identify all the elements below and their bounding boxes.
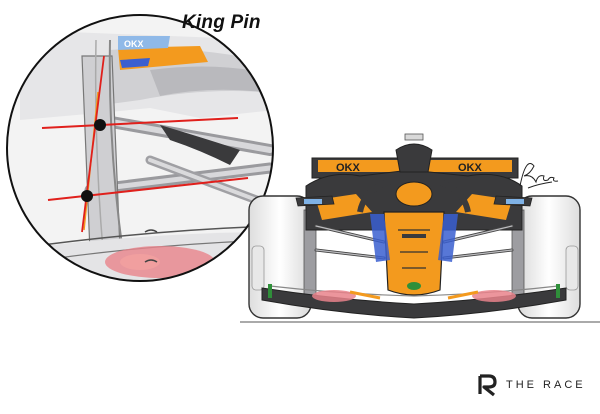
upper-pivot-point [94,119,106,131]
car-sponsor-text: OKX [336,162,361,174]
car-front-view: OKX OKX [240,133,600,323]
the-race-r-logo-icon [478,374,497,397]
lower-pivot-point [81,190,93,202]
detail-magnifier: OKX [6,14,274,282]
upper-wishbone-axis-line [41,117,239,129]
artist-signature [519,163,559,189]
brand-name: THE RACE [506,379,586,391]
steering-axis-line [81,55,105,233]
car-sponsor-text-right: OKX [458,162,483,174]
diagram-title: King Pin [182,12,261,33]
brand-logo: THE RACE [478,374,586,396]
detail-sponsor-text: OKX [124,39,144,49]
